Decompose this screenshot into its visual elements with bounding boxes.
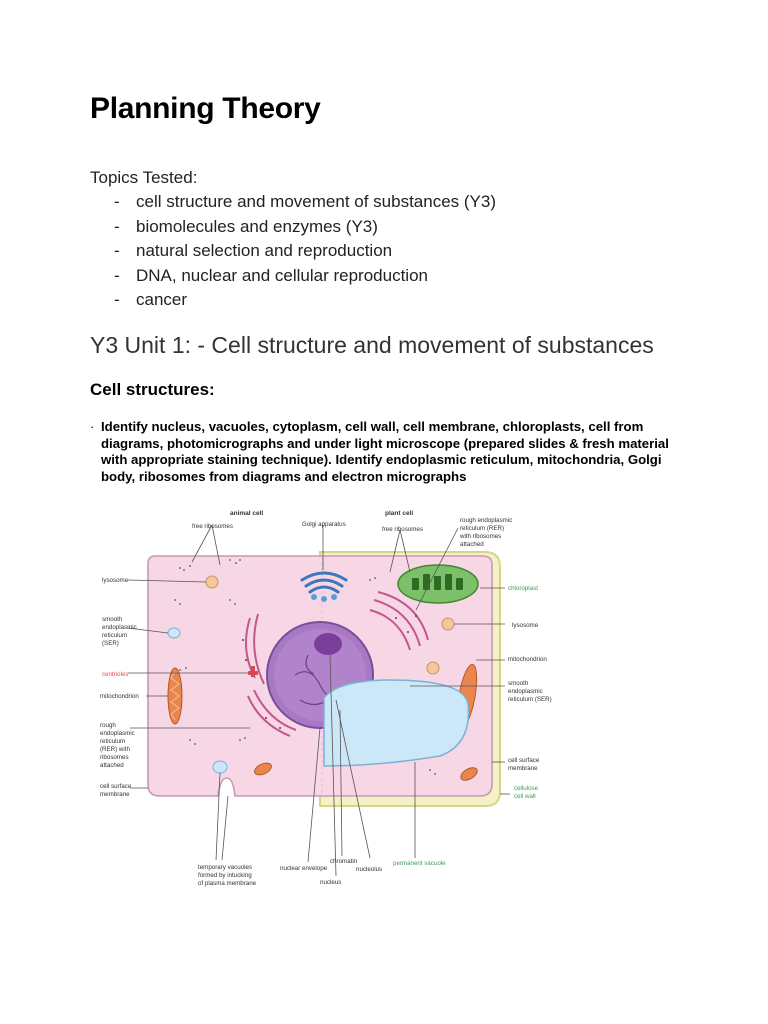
mitochondrion-bottom-left — [254, 762, 272, 776]
label-cellulose-wall-1: cellulose — [514, 785, 539, 792]
list-item: -DNA, nuclear and cellular reproduction — [90, 265, 496, 290]
label-temp-vacuoles-3: of plasma membrane — [198, 880, 257, 887]
label-ser-left-3: reticulum — [102, 632, 127, 639]
label-lysosome-right: lysosome — [512, 622, 539, 629]
label-rer-top-2: reticulum (RER) — [460, 525, 504, 532]
label-rer-left-6: attached — [100, 762, 124, 769]
label-cellulose-wall-2: cell wall — [514, 793, 536, 800]
list-marker: - — [114, 216, 120, 236]
mitochondrion-left — [167, 667, 183, 725]
section-heading-text: Cell structures — [90, 380, 210, 399]
label-free-ribosomes-right: free ribosomes — [382, 526, 423, 533]
label-rer-top-4: attached — [460, 541, 484, 548]
label-rer-left-3: reticulum — [100, 738, 125, 745]
lysosome-mid — [426, 661, 440, 675]
centrioles — [248, 666, 258, 676]
label-nucleus: nucleus — [320, 879, 341, 886]
list-item: -cancer — [90, 289, 496, 314]
label-chloroplast: chloroplast — [508, 585, 538, 592]
lysosome-right — [441, 617, 455, 631]
label-centrioles: centrioles — [102, 671, 128, 678]
label-chromatin: chromatin — [330, 858, 358, 865]
objective-text: Identify nucleus, vacuoles, cytoplasm, c… — [101, 419, 669, 484]
nucleolus — [314, 633, 342, 655]
label-free-ribosomes-left: free ribosomes — [192, 523, 233, 530]
label-ser-right-2: endoplasmic — [508, 688, 543, 695]
list-item: -cell structure and movement of substanc… — [90, 191, 496, 216]
section-heading-colon: : — [209, 380, 215, 399]
label-rer-left-4: (RER) with — [100, 746, 130, 753]
label-nuclear-envelope: nuclear envelope — [280, 865, 328, 872]
list-item: -biomolecules and enzymes (Y3) — [90, 216, 496, 241]
topic-text: cancer — [136, 290, 188, 309]
golgi-apparatus — [300, 571, 348, 594]
label-rer-left-2: endoplasmic — [100, 730, 135, 737]
list-marker: - — [114, 290, 120, 309]
leader-lines — [127, 524, 510, 877]
label-cell-surface-membrane-right-1: cell surface — [508, 757, 540, 764]
page-title: Planning Theory — [90, 92, 321, 125]
label-ser-right-1: smooth — [508, 680, 529, 687]
topic-text: DNA, nuclear and cellular reproduction — [136, 265, 428, 285]
vesicle-left — [167, 627, 181, 639]
golgi-vesicles — [311, 594, 337, 602]
label-rer-top-3: with ribosomes — [459, 533, 501, 540]
label-temp-vacuoles-2: formed by intucking — [198, 872, 252, 879]
label-lysosome-left: lysosome — [102, 577, 129, 584]
label-rer-left-1: rough — [100, 722, 116, 729]
label-cell-surface-membrane-left-2: membrane — [100, 791, 130, 798]
label-rer-top-1: rough endoplasmic — [460, 517, 512, 524]
label-permanent-vacuole: permanent vacuole — [393, 860, 446, 867]
label-rer-left-5: ribosomes — [100, 754, 129, 761]
label-ser-left-1: smooth — [102, 616, 123, 623]
topic-text: natural selection and reproduction — [136, 241, 393, 260]
label-ser-right-3: reticulum (SER) — [508, 696, 552, 703]
list-item: -natural selection and reproduction — [90, 240, 496, 265]
unit-heading: Y3 Unit 1: - Cell structure and movement… — [90, 332, 654, 358]
label-temp-vacuoles-1: temporary vacuoles — [198, 864, 252, 871]
list-marker: - — [114, 192, 120, 211]
temporary-vacuole — [212, 760, 228, 774]
label-cell-surface-membrane-left-1: cell surface — [100, 783, 132, 790]
section-heading: Cell structures: — [90, 380, 215, 400]
cell-diagram: animal cell plant cell free ribosomes Go… — [100, 510, 552, 887]
objective-bullet: · Identify nucleus, vacuoles, cytoplasm,… — [90, 419, 690, 485]
label-ser-left-2: endoplasmic — [102, 624, 137, 631]
label-nucleolus: nucleolus — [356, 866, 382, 873]
topics-list: -cell structure and movement of substanc… — [90, 191, 496, 314]
chloroplast — [397, 564, 479, 604]
label-golgi-apparatus: Golgi apparatus — [302, 521, 346, 528]
topics-label: Topics Tested: — [90, 168, 198, 187]
topic-text: cell structure and movement of substance… — [136, 192, 496, 211]
mitochondrion-bottom-right — [460, 767, 478, 781]
lysosome-left — [205, 575, 219, 589]
label-mitochondrion-left: mitochondrion — [100, 693, 139, 700]
label-ser-left-4: (SER) — [102, 640, 119, 647]
topic-text: biomolecules and enzymes (Y3) — [136, 216, 378, 236]
heading-animal-cell: animal cell — [230, 510, 263, 517]
list-marker: - — [114, 265, 120, 285]
label-cell-surface-membrane-right-2: membrane — [508, 765, 538, 772]
list-marker: - — [114, 241, 120, 260]
label-mitochondrion-right: mitochondrion — [508, 656, 547, 663]
bullet-marker: · — [90, 419, 95, 434]
permanent-vacuole — [323, 679, 470, 767]
heading-plant-cell: plant cell — [385, 510, 413, 517]
